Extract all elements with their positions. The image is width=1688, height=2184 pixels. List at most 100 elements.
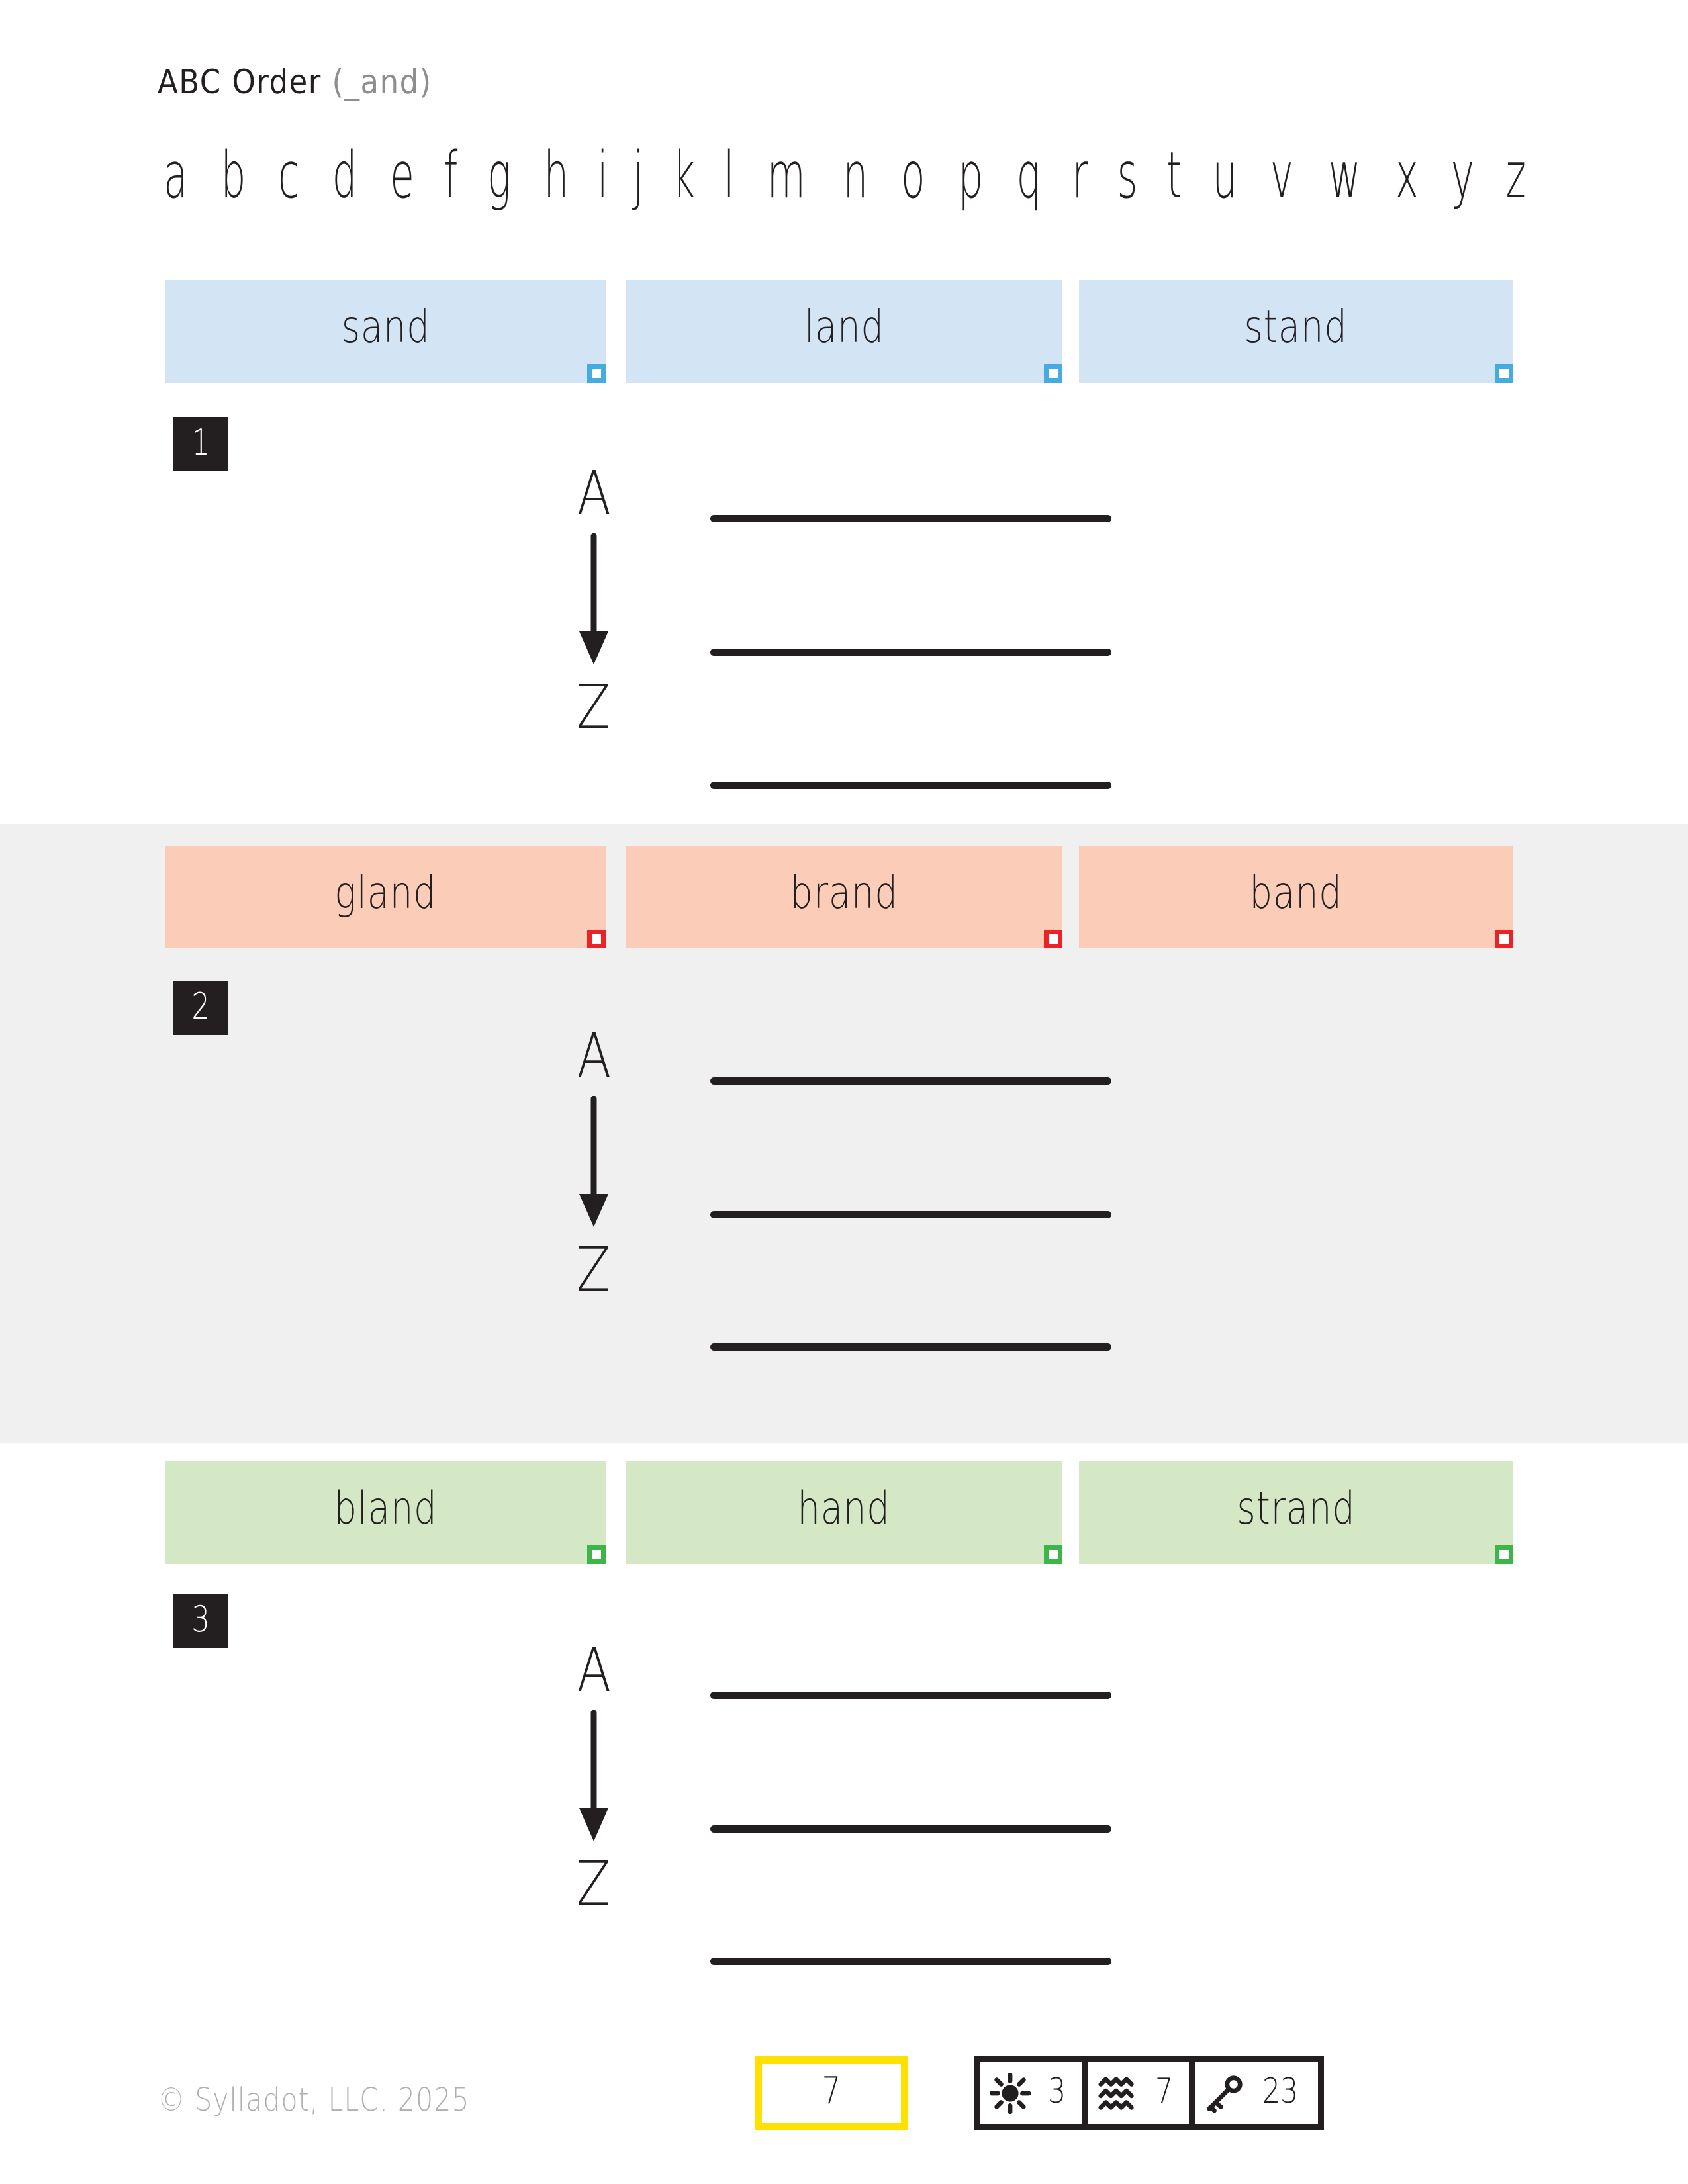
alphabet-letter-t: t [1166, 138, 1182, 212]
alphabet-letter-o: o [901, 138, 925, 212]
stat-cell: 7 [1088, 2062, 1196, 2124]
word-checkbox[interactable] [1495, 364, 1513, 383]
answer-line[interactable] [710, 1211, 1111, 1218]
down-arrow-icon [579, 1095, 608, 1227]
page-title-main: ABC Order [158, 63, 332, 101]
page-number-box: 7 [755, 2056, 908, 2130]
key-icon [1204, 2073, 1245, 2114]
word-card[interactable]: band [1079, 846, 1513, 948]
word-label: land [804, 300, 884, 353]
word-label: strand [1237, 1482, 1356, 1535]
alphabet-letter-b: b [220, 138, 246, 212]
section-number-badge: 3 [173, 1594, 228, 1648]
word-checkbox[interactable] [1044, 930, 1062, 948]
copyright-notice: © Sylladot, LLC. 2025 [158, 2081, 520, 2118]
page-number: 7 [821, 2070, 841, 2113]
word-card[interactable]: stand [1079, 280, 1513, 383]
alphabet-letter-m: m [767, 138, 806, 212]
alphabet-letter-f: f [444, 138, 458, 212]
word-card[interactable]: gland [165, 846, 606, 948]
alphabet-letter-z: z [1505, 138, 1527, 212]
word-checkbox[interactable] [587, 364, 606, 383]
waves-icon [1097, 2073, 1138, 2114]
word-label: bland [334, 1482, 438, 1535]
alphabet-letter-l: l [723, 138, 735, 212]
stat-bar: 3 7 23 [974, 2056, 1325, 2130]
answer-line[interactable] [710, 1825, 1111, 1833]
answer-line[interactable] [710, 1692, 1111, 1699]
section-number: 3 [191, 1598, 210, 1640]
word-checkbox[interactable] [1495, 930, 1513, 948]
word-card[interactable]: sand [165, 280, 606, 383]
alphabet-letter-v: v [1270, 138, 1294, 212]
alphabet-letter-a: a [164, 138, 188, 212]
answer-line[interactable] [710, 1077, 1111, 1085]
alphabet-letter-u: u [1212, 138, 1238, 212]
answer-line[interactable] [710, 782, 1111, 789]
section-number-badge: 2 [173, 981, 228, 1035]
alphabet-letter-w: w [1328, 138, 1361, 212]
stat-cell: 3 [980, 2062, 1088, 2124]
word-row-1: sand land stand [0, 280, 1688, 383]
stat-cell: 23 [1195, 2062, 1318, 2124]
alphabet-letter-x: x [1395, 138, 1419, 212]
answer-line[interactable] [710, 1958, 1111, 1965]
word-card[interactable]: bland [165, 1461, 606, 1564]
section-number: 2 [191, 985, 210, 1027]
alphabet-letter-d: d [332, 138, 357, 212]
word-label: gland [334, 866, 437, 919]
word-card[interactable]: hand [626, 1461, 1062, 1564]
answer-line[interactable] [710, 649, 1111, 656]
page-title-pattern: (_and) [332, 63, 432, 101]
alphabet-letter-s: s [1117, 138, 1138, 212]
down-arrow-icon [579, 533, 608, 664]
word-card[interactable]: strand [1079, 1461, 1513, 1564]
word-label: sand [341, 300, 430, 353]
copyright-text: © Sylladot, LLC. 2025 [158, 2081, 470, 2118]
stat-value: 23 [1262, 2071, 1299, 2111]
letter-z: Z [577, 1848, 611, 1919]
sun-icon [990, 2073, 1031, 2114]
word-checkbox[interactable] [587, 930, 606, 948]
alphabet-letter-y: y [1451, 138, 1475, 212]
word-row-2: gland brand band [0, 846, 1688, 948]
letter-z: Z [577, 1234, 611, 1305]
word-label: brand [790, 866, 898, 919]
answer-line[interactable] [710, 1343, 1111, 1351]
page-title: ABC Order (_and) [158, 63, 432, 101]
alphabet-letter-r: r [1072, 138, 1088, 212]
word-checkbox[interactable] [587, 1545, 606, 1564]
alphabet-letter-e: e [390, 138, 414, 212]
alphabet-letter-c: c [277, 138, 300, 212]
letter-a: A [577, 1635, 611, 1706]
letter-a: A [577, 1021, 611, 1091]
down-arrow-icon [579, 1709, 608, 1841]
word-label: hand [797, 1482, 891, 1535]
alphabet-letter-g: g [487, 138, 511, 212]
alphabet-letter-p: p [958, 138, 984, 212]
answer-line[interactable] [710, 515, 1111, 522]
word-card[interactable]: brand [626, 846, 1062, 948]
section-number-badge: 1 [173, 417, 228, 471]
alphabet-letter-n: n [843, 138, 868, 212]
word-checkbox[interactable] [1044, 364, 1062, 383]
word-label: band [1249, 866, 1343, 919]
stat-value: 7 [1155, 2071, 1174, 2111]
word-card[interactable]: land [626, 280, 1062, 383]
letter-a: A [577, 458, 611, 529]
alphabet-letter-j: j [633, 138, 644, 212]
alphabet-letter-h: h [543, 138, 569, 212]
stat-value: 3 [1048, 2071, 1066, 2111]
word-checkbox[interactable] [1495, 1545, 1513, 1564]
word-checkbox[interactable] [1044, 1545, 1062, 1564]
alphabet-letter-k: k [672, 138, 695, 212]
word-row-3: bland hand strand [0, 1461, 1688, 1564]
alphabet-letter-q: q [1016, 138, 1042, 212]
word-label: stand [1244, 300, 1348, 353]
letter-z: Z [577, 672, 611, 743]
